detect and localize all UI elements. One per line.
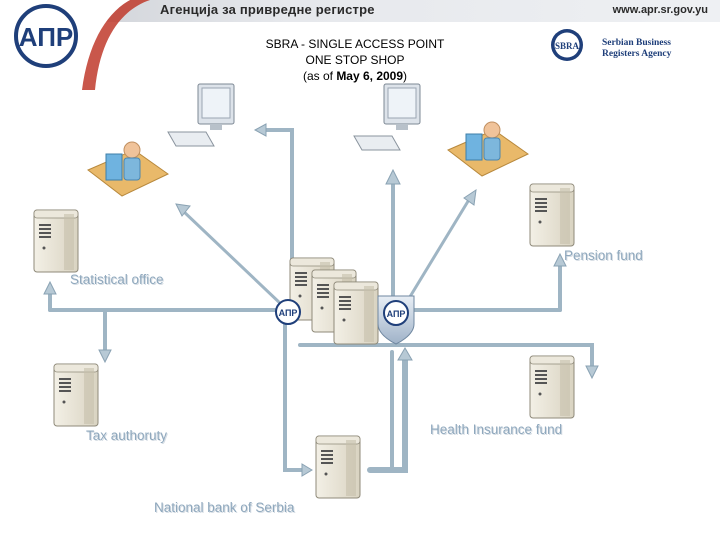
label-national-bank: National bank of Serbia: [154, 500, 295, 515]
worker-station-left: [87, 141, 169, 197]
sbra-name: Serbian Business Registers Agency: [602, 38, 672, 59]
label-statistical-office: Statistical office: [70, 272, 164, 287]
arrow-heads: [43, 123, 599, 477]
workstation-monitor-center: [353, 83, 421, 151]
server-health-insurance: [529, 355, 575, 419]
label-tax-authority: Tax authoruty: [86, 428, 168, 443]
svg-text:АПР: АПР: [387, 309, 406, 319]
agency-url[interactable]: www.apr.sr.gov.yu: [612, 4, 708, 16]
server-pension-fund: [529, 183, 575, 247]
svg-text:SBRA: SBRA: [555, 41, 580, 51]
svg-text:АПР: АПР: [279, 308, 298, 318]
apr-shield-large-icon: АПР: [377, 295, 415, 345]
title-date: (as of May 6, 2009): [302, 69, 408, 83]
title-line-2: ONE STOP SHOP: [305, 53, 405, 67]
server-tax-authority: [53, 363, 99, 427]
server-statistical-office: [33, 209, 79, 273]
worker-station-right: [447, 121, 529, 177]
apr-logo: АПР: [6, 4, 86, 73]
label-pension-fund: Pension fund: [564, 248, 643, 263]
apr-shield-small-icon: АПР: [275, 299, 301, 325]
sbra-logo-icon: SBRA: [551, 29, 583, 61]
agency-name: Агенција за привредне регистре: [160, 2, 375, 17]
svg-text:АПР: АПР: [19, 22, 73, 52]
server-cluster-center: [289, 257, 379, 345]
diagram-title: SBRA - SINGLE ACCESS POINT ONE STOP SHOP…: [230, 36, 480, 84]
label-health-insurance-fund: Health Insurance fund: [430, 422, 563, 437]
workstation-monitor-left: [167, 83, 235, 147]
header-band: [0, 0, 720, 22]
server-national-bank: [315, 435, 361, 499]
title-line-1: SBRA - SINGLE ACCESS POINT: [265, 37, 445, 51]
